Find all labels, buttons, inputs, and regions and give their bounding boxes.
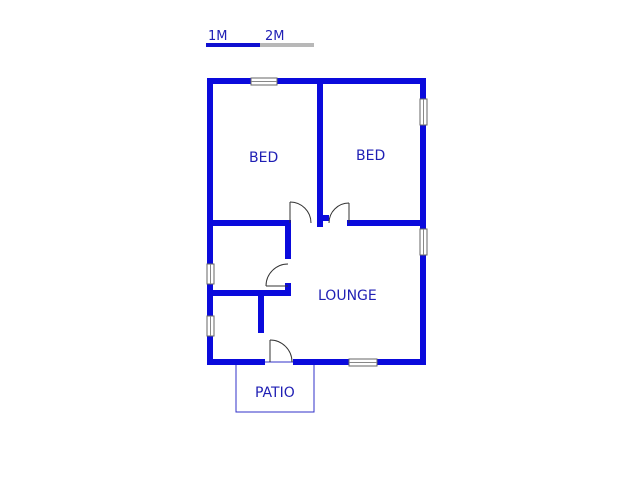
door-patio	[269, 339, 293, 363]
window-right-upper	[419, 98, 428, 126]
scale-label-2m: 2M	[265, 29, 285, 44]
scale-bar-empty	[260, 43, 314, 47]
scale-label-1m: 1M	[208, 29, 228, 44]
window-left-upper	[206, 263, 215, 285]
patio-outline	[235, 361, 315, 413]
door-left-bedroom	[289, 201, 312, 224]
room-label-lounge: LOUNGE	[318, 288, 377, 304]
room-label-bed-left: BED	[249, 150, 278, 166]
scale-bar: 1M 2M	[206, 29, 314, 47]
doors	[265, 201, 350, 363]
windows	[206, 77, 428, 367]
window-left-lower	[206, 315, 215, 337]
scale-bar-filled	[206, 43, 260, 47]
window-right-middle	[419, 228, 428, 256]
walls	[207, 78, 426, 365]
door-hall	[265, 263, 289, 287]
room-label-bed-right: BED	[356, 148, 385, 164]
room-label-patio: PATIO	[255, 385, 295, 401]
door-right-bedroom	[328, 202, 350, 224]
window-top	[250, 77, 278, 86]
window-bottom	[348, 358, 378, 367]
